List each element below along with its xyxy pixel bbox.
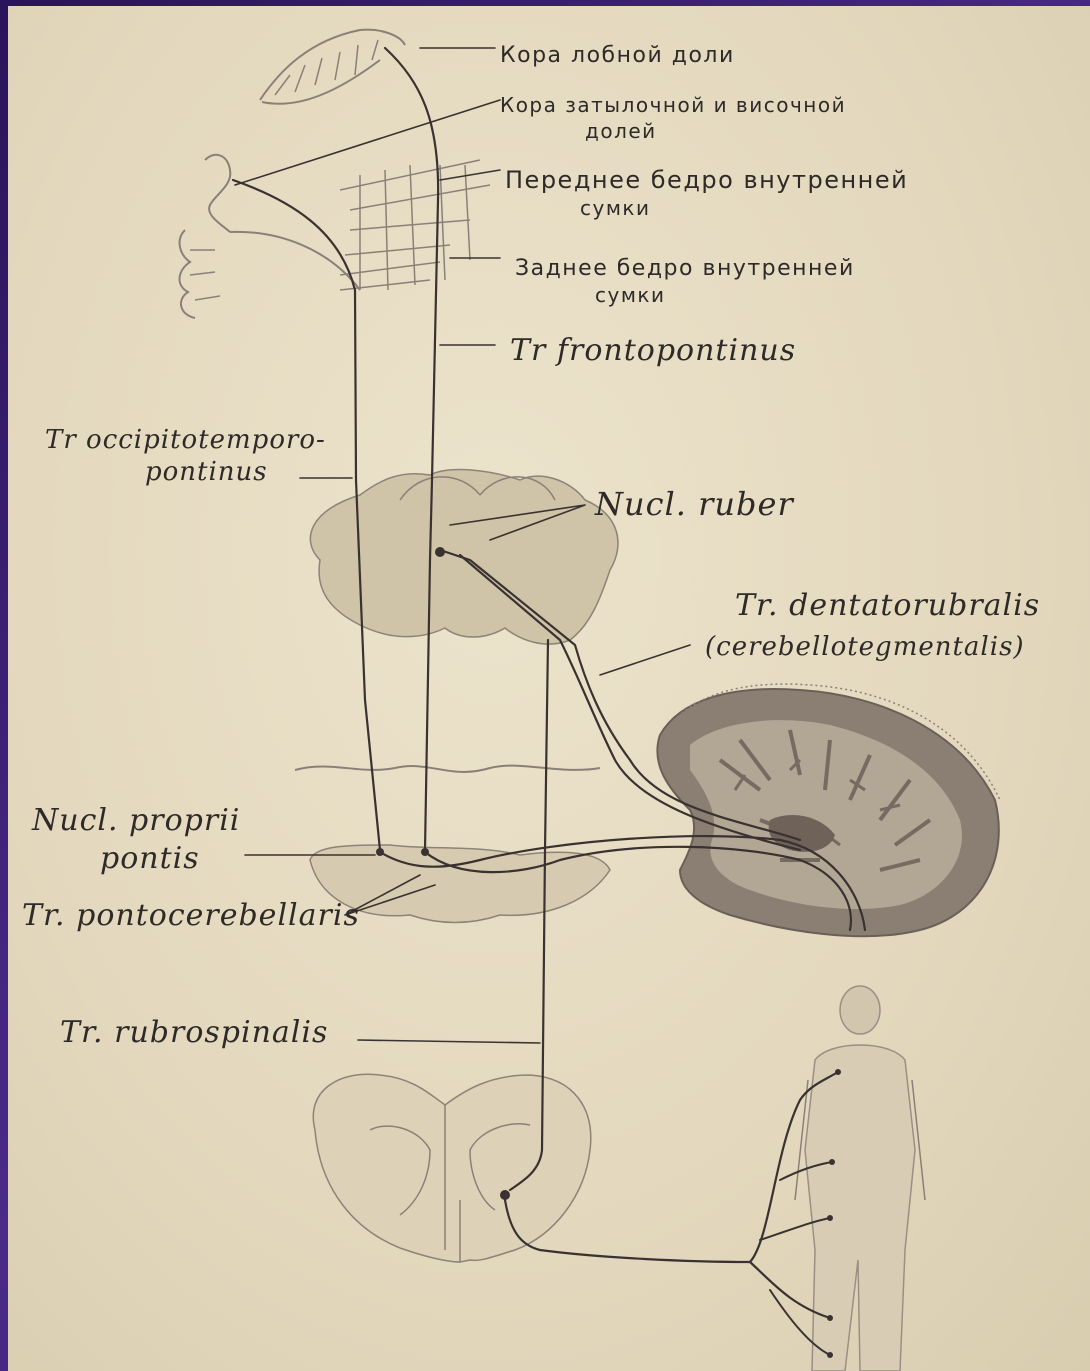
label-nucl-ruber: Nucl. ruber xyxy=(594,485,794,523)
frontal-cortex xyxy=(260,30,405,104)
label-tr-occipitotemporo-line2: pontinus xyxy=(145,457,268,487)
frontopontine-tract xyxy=(385,48,438,856)
human-figure xyxy=(795,986,925,1371)
label-tr-pontocerebellaris: Tr. pontocerebellaris xyxy=(22,898,360,933)
spinal-cord-section xyxy=(313,1074,590,1262)
label-cortex-occipital-line2: долей xyxy=(585,119,657,143)
label-anterior-limb-line2: сумки xyxy=(580,196,651,220)
label-nucl-proprii-line1: Nucl. proprii xyxy=(31,803,240,838)
internal-capsule xyxy=(340,160,490,290)
label-tr-occipitotemporo-line1: Tr occipitotemporo- xyxy=(45,425,326,455)
label-tr-dentatorubralis-line1: Tr. dentatorubralis xyxy=(735,588,1040,623)
label-cortex-occipital-line1: Кора затылочной и височной xyxy=(500,93,846,117)
label-posterior-limb-line1: Заднее бедро внутренней xyxy=(515,256,855,281)
label-anterior-limb-line1: Переднее бедро внутренней xyxy=(505,166,908,194)
label-cortex-frontal: Кора лобной доли xyxy=(500,43,735,68)
label-posterior-limb-line2: сумки xyxy=(595,283,666,307)
label-nucl-proprii-line2: pontis xyxy=(100,841,200,876)
label-tr-rubrospinalis: Tr. rubrospinalis xyxy=(60,1015,328,1050)
label-tr-frontopontinus: Tr frontopontinus xyxy=(510,333,796,368)
label-tr-dentatorubralis-line2: (cerebellotegmentalis) xyxy=(705,632,1025,662)
occipital-cortex xyxy=(180,155,360,318)
cerebellum xyxy=(657,684,1000,936)
